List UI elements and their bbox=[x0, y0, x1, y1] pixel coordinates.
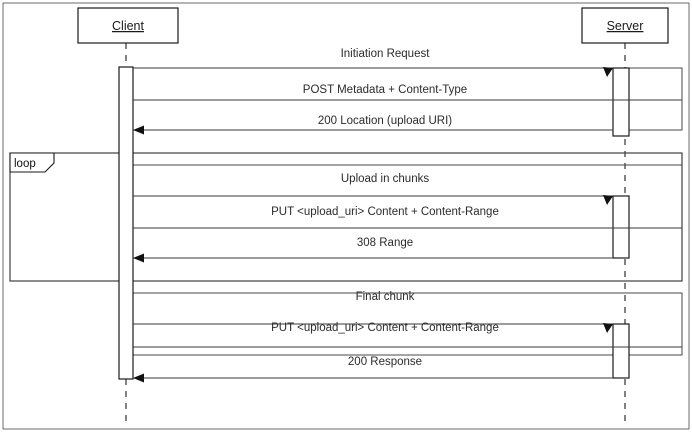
message-msg-initiation-request: Initiation Request bbox=[133, 48, 613, 77]
loop-fragment-label: loop bbox=[14, 158, 36, 170]
server-activation-chunk bbox=[612, 195, 630, 259]
msg-200-response-arrowhead bbox=[133, 373, 144, 383]
participant-box-client bbox=[77, 7, 179, 44]
msg-final-chunk-arrowhead bbox=[603, 323, 613, 333]
participant-server[interactable]: Server bbox=[581, 7, 669, 44]
server-activation-final bbox=[612, 323, 630, 379]
msg-put-final-label: PUT <upload_uri> Content + Content-Range bbox=[271, 322, 499, 334]
msg-200-location-label: 200 Location (upload URI) bbox=[318, 115, 452, 127]
participant-label-client: Client bbox=[112, 19, 144, 33]
participant-label-server: Server bbox=[607, 19, 644, 33]
loop-fragment-layer[interactable]: loop bbox=[9, 152, 683, 282]
msg-initiation-request-arrowhead bbox=[603, 67, 613, 77]
msg-200-response-label: 200 Response bbox=[348, 356, 422, 368]
msg-initiation-request-label: Initiation Request bbox=[341, 48, 431, 60]
message-msg-put-final: PUT <upload_uri> Content + Content-Range bbox=[133, 322, 682, 348]
server-activation-init bbox=[612, 67, 630, 137]
message-msg-put-chunk: PUT <upload_uri> Content + Content-Range bbox=[133, 206, 682, 229]
participant-client[interactable]: Client bbox=[77, 7, 179, 44]
message-msg-200-response: 200 Response bbox=[133, 356, 613, 383]
client-activation bbox=[118, 66, 134, 380]
msg-upload-in-chunks-label: Upload in chunks bbox=[341, 173, 429, 185]
msg-200-location-arrowhead bbox=[133, 125, 144, 135]
msg-post-metadata-label: POST Metadata + Content-Type bbox=[303, 84, 467, 96]
message-msg-upload-in-chunks: Upload in chunks bbox=[133, 173, 613, 205]
msg-final-chunk-label: Final chunk bbox=[356, 291, 415, 303]
participant-boxes-layer: Client Server bbox=[77, 7, 669, 44]
loop-fragment-border bbox=[9, 152, 683, 282]
message-msg-200-location: 200 Location (upload URI) bbox=[133, 115, 613, 135]
participant-box-server bbox=[581, 7, 669, 44]
msg-put-chunk-label: PUT <upload_uri> Content + Content-Range bbox=[271, 206, 499, 218]
msg-308-range-label: 308 Range bbox=[357, 237, 413, 249]
msg-upload-in-chunks-arrowhead bbox=[603, 195, 613, 205]
message-msg-308-range: 308 Range bbox=[133, 237, 613, 263]
loop-fragment-tab bbox=[9, 152, 55, 173]
message-msg-final-chunk: Final chunk bbox=[133, 291, 613, 333]
activation-bars-layer bbox=[118, 66, 630, 380]
msg-308-range-arrowhead bbox=[133, 253, 144, 263]
message-msg-post-metadata: POST Metadata + Content-Type bbox=[133, 84, 682, 101]
